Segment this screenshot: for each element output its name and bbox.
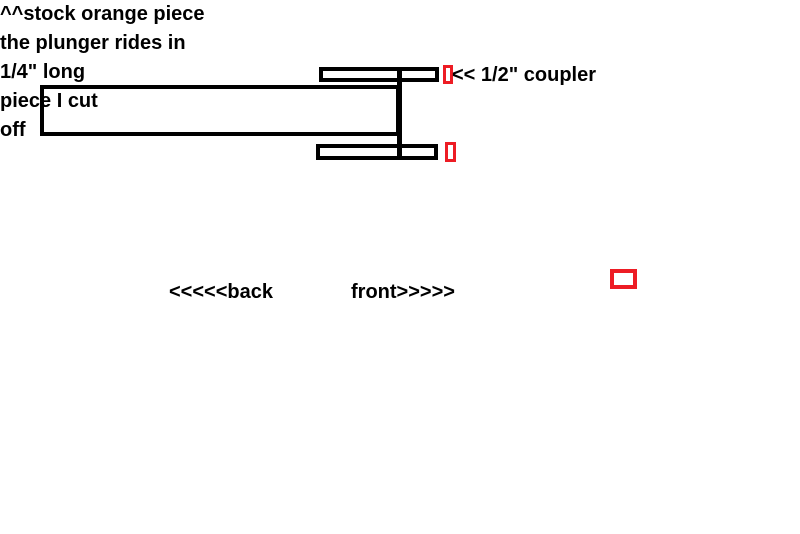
stock-piece-label-line2: the plunger rides in xyxy=(0,32,186,54)
stock-piece-label: ^^stock orange piece the plunger rides i… xyxy=(0,0,800,58)
coupler-label: << 1/2" coupler xyxy=(452,64,596,86)
legend-caption-line2: piece I cut xyxy=(0,90,98,112)
stock-tube-rect xyxy=(40,85,400,136)
legend-red-swatch xyxy=(610,269,637,289)
cut-off-piece-bottom-marker xyxy=(445,142,456,162)
legend-caption-line3: off xyxy=(0,119,26,141)
cut-off-piece-top-marker xyxy=(443,65,453,84)
legend-caption-line1: 1/4" long xyxy=(0,61,86,83)
front-direction-label: front>>>>> xyxy=(351,281,455,303)
top-coupler-arm-rect xyxy=(319,67,439,82)
stock-piece-label-line1: ^^stock orange piece xyxy=(0,3,205,25)
legend-caption: 1/4" long piece I cut off xyxy=(0,58,800,145)
front-end-line xyxy=(397,67,402,160)
bottom-coupler-arm-rect xyxy=(316,144,438,160)
back-direction-label: <<<<<back xyxy=(169,281,273,303)
